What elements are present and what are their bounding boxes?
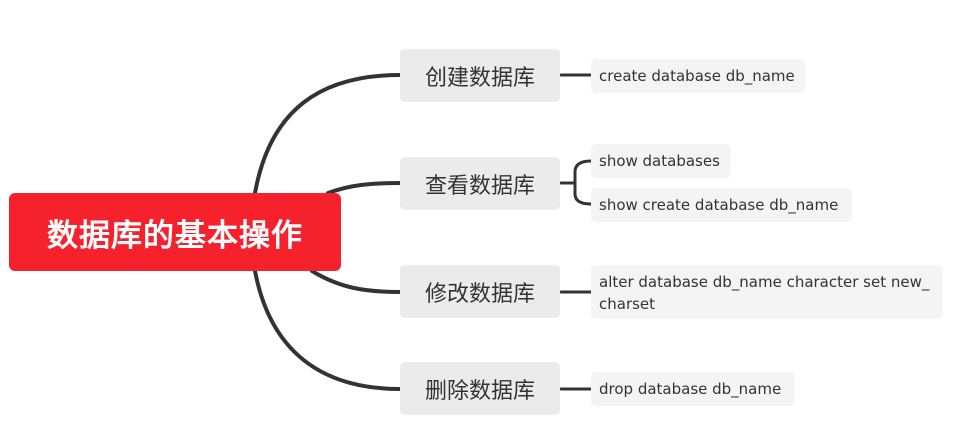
branch-2-to-leaves-connector [559,159,593,206]
branch-node-view-database[interactable]: 查看数据库 [400,157,560,210]
leaf-node-create-database-command[interactable]: create database db_name [591,59,805,93]
root-to-branch-2-connector [326,181,402,195]
leaf-node-drop-database-command[interactable]: drop database db_name [591,372,795,406]
branch-node-alter-database[interactable]: 修改数据库 [400,265,560,318]
branch-node-drop-database[interactable]: 删除数据库 [400,362,560,415]
leaf-node-show-create-database-command[interactable]: show create database db_name [591,188,852,222]
leaf-node-alter-database-command[interactable]: alter database db_name character set new… [591,265,943,319]
root-to-branch-3-connector [310,269,402,294]
branch-node-create-database[interactable]: 创建数据库 [400,49,560,102]
leaf-node-show-databases-command[interactable]: show databases [591,144,731,178]
root-to-branch-4-connector [253,269,402,391]
root-node[interactable]: 数据库的基本操作 [9,193,341,271]
root-to-branch-1-connector [253,73,402,195]
